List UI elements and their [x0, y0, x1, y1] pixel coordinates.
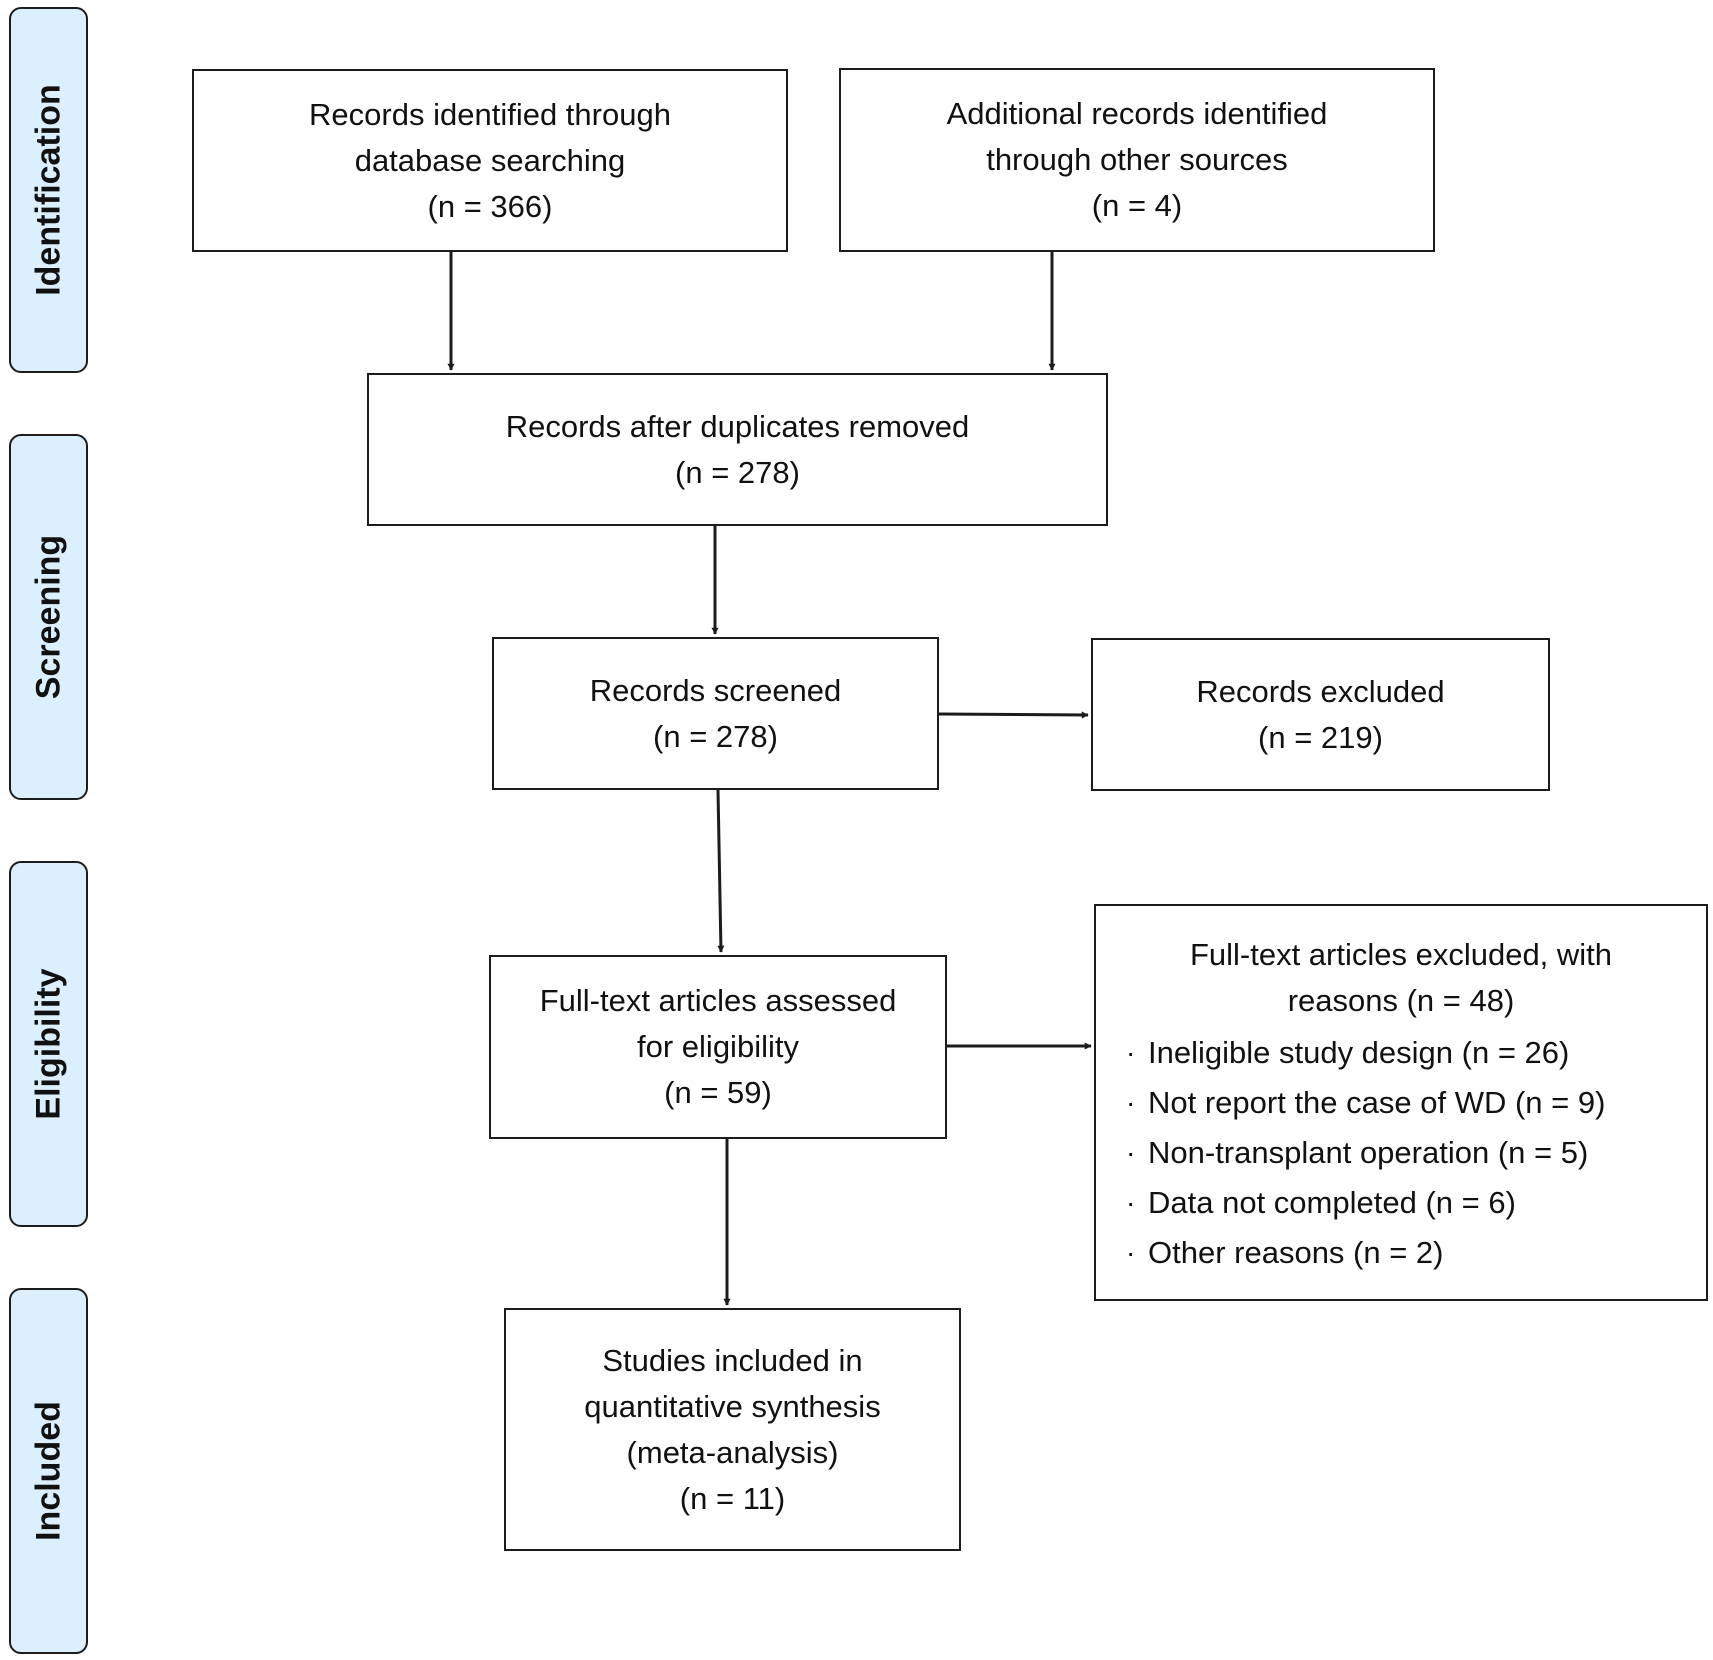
- reason-text: Not report the case of WD (n = 9): [1148, 1085, 1606, 1120]
- box-text: database searching: [354, 142, 626, 178]
- list-item: · Non-transplant operation (n = 5): [1126, 1128, 1605, 1178]
- phase-screening: Screening: [9, 434, 88, 800]
- box-text: (meta-analysis): [626, 1434, 839, 1470]
- box-text: quantitative synthesis: [584, 1388, 881, 1424]
- list-item: · Ineligible study design (n = 26): [1126, 1028, 1605, 1078]
- box-text: Full-text articles excluded, with: [1189, 937, 1613, 972]
- reason-text: Ineligible study design (n = 26): [1148, 1035, 1570, 1070]
- box-text: Studies included in: [602, 1342, 863, 1378]
- bullet-icon: ·: [1126, 1137, 1136, 1168]
- full-text-excluded-box: Full-text articles excluded, with reason…: [1094, 904, 1708, 1301]
- box-count: (n = 59): [664, 1075, 772, 1110]
- box-text: Records excluded: [1196, 673, 1445, 709]
- records-screened-box: Records screened (n = 278): [492, 637, 939, 790]
- box-text: Records identified through: [309, 96, 671, 132]
- records-excluded-box: Records excluded (n = 219): [1091, 638, 1550, 791]
- arrow-screened-to-fulltext: [716, 789, 725, 953]
- studies-included-box: Studies included in quantitative synthes…: [504, 1308, 961, 1551]
- box-count: (n = 366): [427, 188, 553, 224]
- arrow-screened-to-excluded: [938, 711, 1089, 719]
- bullet-icon: ·: [1126, 1087, 1136, 1118]
- box-count: (n = 11): [679, 1480, 786, 1516]
- box-count: (n = 278): [675, 454, 800, 490]
- database-search-box: Records identified through database sear…: [192, 69, 788, 252]
- bullet-icon: ·: [1126, 1187, 1136, 1218]
- box-text: Full-text articles assessed: [539, 983, 897, 1018]
- box-text: for eligibility: [637, 1029, 799, 1064]
- box-count: (n = 219): [1258, 719, 1383, 755]
- full-text-assessed-box: Full-text articles assessed for eligibil…: [489, 955, 947, 1139]
- box-text: through other sources: [986, 142, 1288, 177]
- box-count: reasons (n = 48): [1287, 983, 1515, 1018]
- box-count: (n = 4): [1091, 188, 1183, 223]
- other-sources-box: Additional records identified through ot…: [839, 68, 1435, 252]
- list-item: · Other reasons (n = 2): [1126, 1228, 1605, 1278]
- bullet-icon: ·: [1126, 1037, 1136, 1068]
- exclusion-reasons-list: · Ineligible study design (n = 26) · Not r…: [1126, 1028, 1605, 1278]
- box-text: Records after duplicates removed: [505, 408, 970, 444]
- box-text: Records screened: [589, 672, 842, 708]
- bullet-icon: ·: [1126, 1237, 1136, 1268]
- reason-text: Data not completed (n = 6): [1148, 1185, 1516, 1220]
- phase-included: Included: [9, 1288, 88, 1654]
- reason-text: Non-transplant operation (n = 5): [1148, 1135, 1589, 1170]
- after-duplicates-box: Records after duplicates removed (n = 27…: [367, 373, 1108, 526]
- list-item: · Data not completed (n = 6): [1126, 1178, 1605, 1228]
- list-item: · Not report the case of WD (n = 9): [1126, 1078, 1605, 1128]
- phase-eligibility: Eligibility: [9, 861, 88, 1227]
- phase-identification: Identification: [9, 7, 88, 373]
- box-count: (n = 278): [653, 718, 778, 754]
- box-text: Additional records identified: [946, 96, 1328, 131]
- reason-text: Other reasons (n = 2): [1148, 1235, 1444, 1270]
